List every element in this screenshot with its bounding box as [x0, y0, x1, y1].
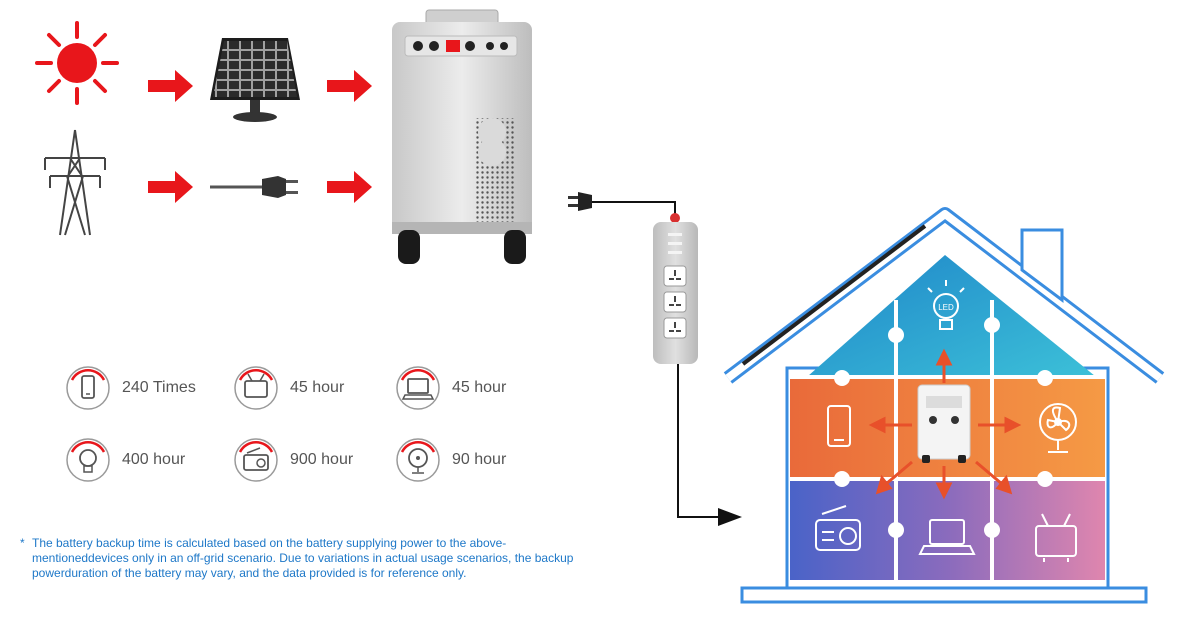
led-house-label: LED — [938, 303, 954, 312]
led-bulb-house-icon — [927, 280, 965, 330]
house-illustration: LED — [723, 207, 1165, 604]
stat-value: 240 Times — [122, 379, 196, 396]
stat-value: 400 hour — [122, 451, 186, 468]
solar-panel-icon — [210, 38, 300, 122]
phone-house-icon — [827, 405, 851, 447]
radio-house-icon — [815, 505, 861, 551]
tv-house-icon — [1035, 513, 1077, 562]
tv-icon — [234, 366, 278, 410]
footnote-text: The battery backup time is calculated ba… — [32, 536, 574, 580]
power-tower-icon — [44, 129, 106, 236]
laptop-house-icon — [918, 519, 976, 555]
sun-icon — [35, 21, 119, 105]
arrow-panel-to-battery — [327, 70, 372, 102]
radio-icon — [234, 438, 278, 482]
arrow-sun-to-panel — [148, 70, 193, 102]
fan-house-icon — [1039, 403, 1077, 453]
stat-led: 400 hour — [64, 436, 185, 484]
stat-value: 45 hour — [290, 379, 345, 396]
footnote: * The battery backup time is calculated … — [20, 536, 580, 581]
fan-icon — [396, 438, 440, 482]
arrow-tower-to-plug — [148, 171, 193, 203]
battery-unit — [392, 9, 532, 264]
power-strip — [653, 213, 698, 364]
output-cable — [568, 192, 742, 526]
stat-fan: 90 hour — [394, 436, 506, 484]
stat-laptop: 45 hour — [394, 364, 506, 412]
stat-tv: 45 hour — [232, 364, 344, 412]
led-bulb-icon — [66, 438, 110, 482]
phone-icon — [66, 366, 110, 410]
plug-icon — [210, 176, 298, 198]
stat-radio: 900 hour — [232, 436, 353, 484]
laptop-icon — [396, 366, 440, 410]
stat-phone: 240 Times — [64, 364, 196, 412]
footnote-marker: * — [20, 536, 25, 550]
arrow-plug-to-battery — [327, 171, 372, 203]
stat-value: 900 hour — [290, 451, 354, 468]
stat-value: 45 hour — [452, 379, 507, 396]
stat-value: 90 hour — [452, 451, 507, 468]
